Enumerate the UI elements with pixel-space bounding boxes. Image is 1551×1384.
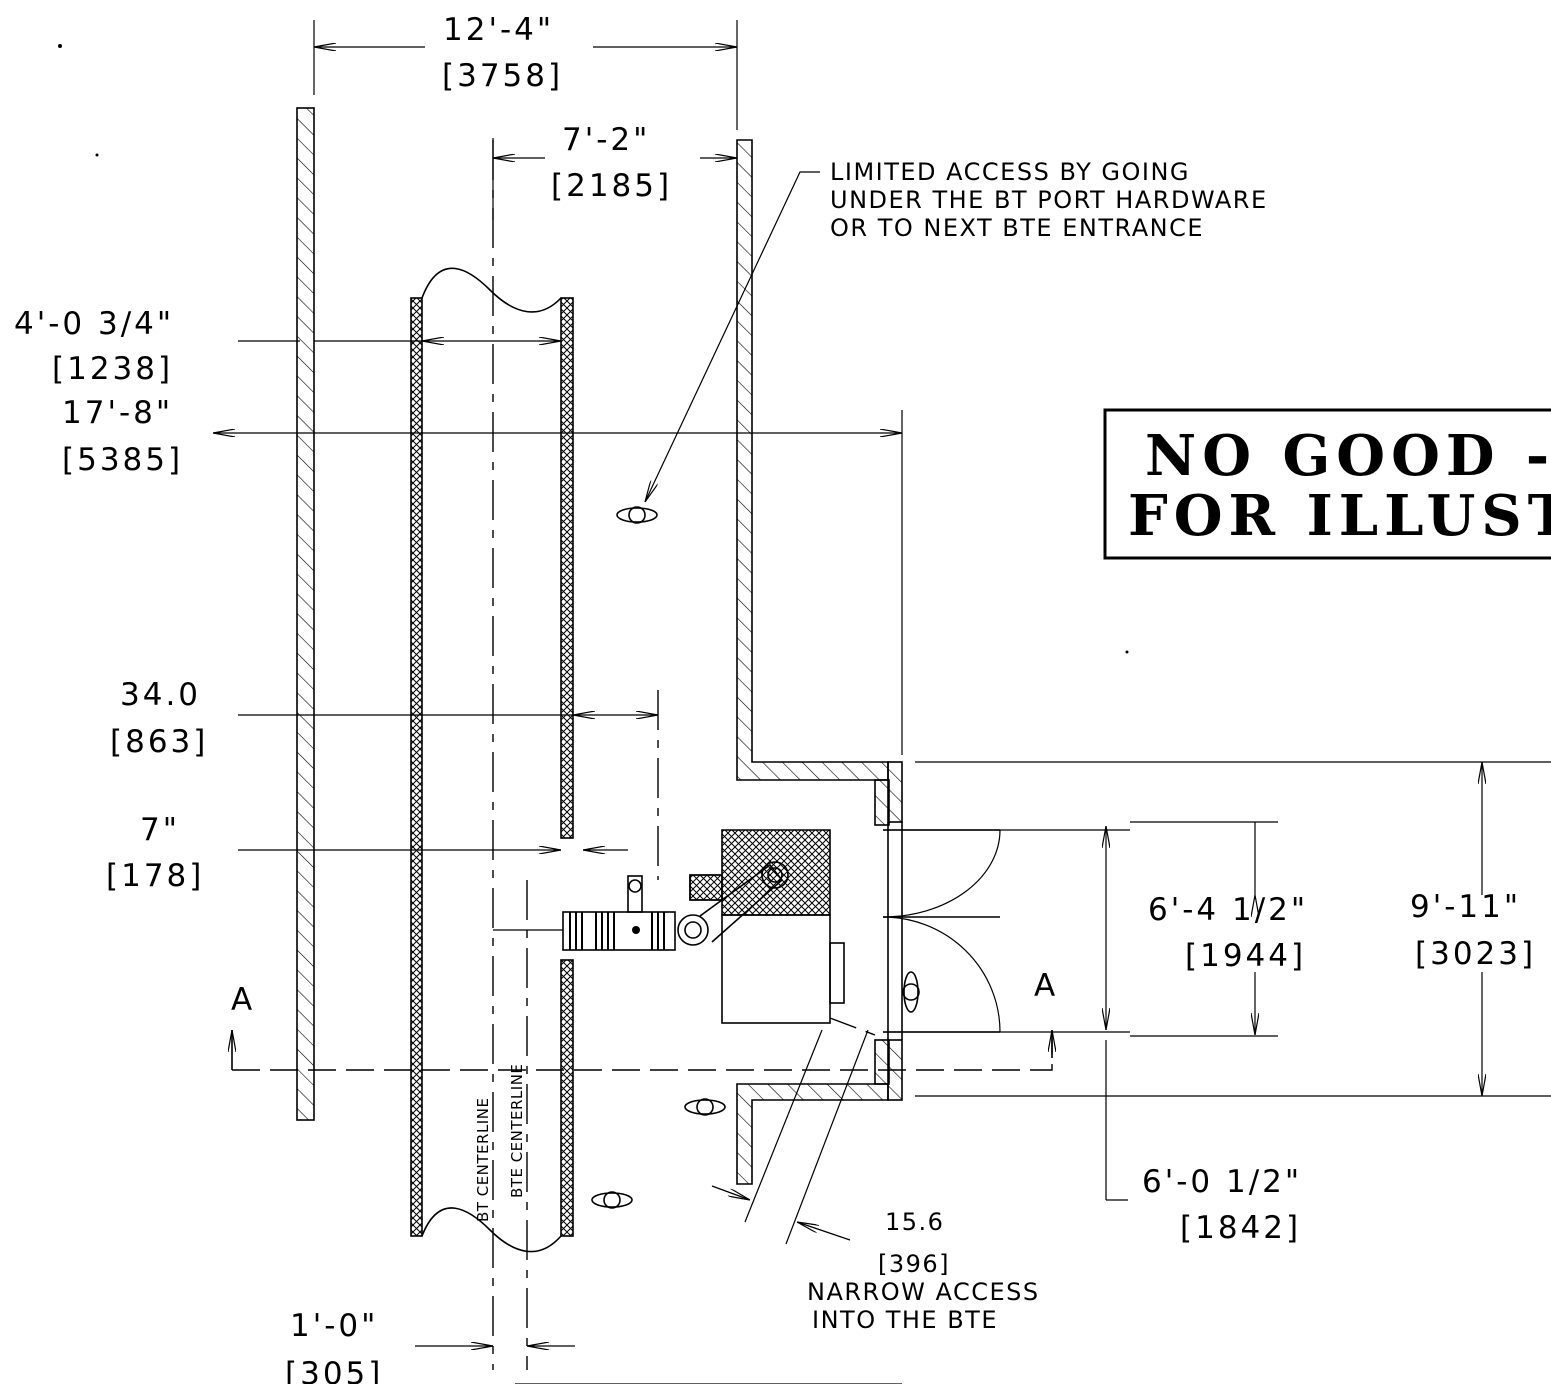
dim-clear-7-mm: [178]: [106, 858, 204, 894]
person-icon: [591, 1191, 633, 1209]
dim-bt-width-mm: [1238]: [52, 351, 173, 387]
bt-outer-wall: [296, 107, 315, 1121]
dim-narrow-access-ft: 15.6: [885, 1208, 944, 1236]
dim-entrance-offset-ft: 6'-0 1/2": [1142, 1164, 1302, 1200]
bt-centerline-label: BT CENTERLINE: [474, 1098, 492, 1222]
bte-centerline-label: BTE CENTERLINE: [508, 1064, 526, 1198]
no-good-stamp: NO GOOD - D FOR ILLUSTRA: [1103, 408, 1551, 560]
dim-centerline-gap-ft: 1'-0": [290, 1308, 378, 1344]
dim-overall-width-ft: 12'-4": [443, 12, 554, 48]
dim-door-opening-ft: 6'-4 1/2": [1148, 892, 1308, 928]
dimension-lines: [213, 20, 1551, 1384]
bte-wall: [736, 139, 903, 1185]
dim-clear-34-ft: 34.0: [120, 677, 201, 713]
dim-clear-7-ft: 7": [140, 812, 180, 848]
dim-bte-offset-mm: [2185]: [551, 168, 672, 204]
entrance-doors: [882, 829, 1130, 1033]
shield-blocks: [689, 829, 845, 1024]
dim-entrance-width-ft: 9'-11": [1410, 889, 1521, 925]
speck: [1125, 650, 1129, 654]
dim-clear-34-mm: [863]: [110, 724, 208, 760]
section-mark-right: A: [1034, 968, 1058, 1004]
stamp-line1: NO GOOD - D: [1145, 423, 1551, 489]
speck: [95, 153, 99, 157]
stamp-line2: FOR ILLUSTRA: [1128, 483, 1551, 549]
dim-door-opening-mm: [1944]: [1185, 938, 1306, 974]
limited-access-note-line2: UNDER THE BT PORT HARDWARE: [830, 186, 1268, 214]
dim-narrow-access-mm: [396]: [878, 1250, 950, 1278]
person-icon: [902, 971, 920, 1013]
speck: [58, 44, 62, 48]
dim-bt-width-ft: 4'-0 3/4": [14, 306, 174, 342]
port-hardware: [562, 861, 789, 951]
person-icon: [616, 506, 658, 524]
section-mark-left: A: [231, 982, 255, 1018]
limited-access-leader: [645, 171, 820, 502]
centerlines: [492, 140, 659, 1370]
narrow-access-note-line1: NARROW ACCESS: [807, 1278, 1040, 1306]
section-line-a: [232, 1030, 1052, 1071]
person-icon: [684, 1098, 726, 1116]
person-icons: [591, 506, 920, 1209]
limited-access-note-line3: OR TO NEXT BTE ENTRANCE: [830, 214, 1204, 242]
dim-centerline-gap-mm: [305]: [285, 1356, 383, 1384]
limited-access-note-line1: LIMITED ACCESS BY GOING: [830, 158, 1190, 186]
dim-overall-depth-ft: 17'-8": [62, 395, 173, 431]
dim-overall-width-mm: [3758]: [442, 58, 563, 94]
dim-entrance-offset-mm: [1842]: [1180, 1210, 1301, 1246]
dim-entrance-width-mm: [3023]: [1415, 936, 1536, 972]
dim-bte-offset-ft: 7'-2": [562, 122, 650, 158]
narrow-access-note-line2: INTO THE BTE: [812, 1306, 998, 1334]
dim-overall-depth-mm: [5385]: [62, 442, 183, 478]
bt-tube: [410, 267, 574, 1253]
